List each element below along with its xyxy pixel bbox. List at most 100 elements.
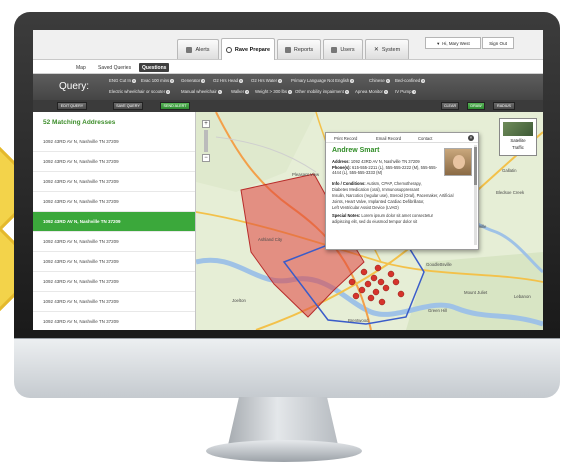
query-chip[interactable]: O2 Hrs Head× xyxy=(213,78,244,83)
address-row[interactable]: 1092 43RD AV N, Nashville TN 37209 xyxy=(33,312,195,330)
subnav-map[interactable]: Map xyxy=(76,64,86,71)
patient-face xyxy=(453,155,465,169)
query-chip[interactable]: Other mobility impairment× xyxy=(295,89,349,94)
tab-users[interactable]: Users xyxy=(323,39,363,59)
query-chip[interactable]: Primary Language Not English× xyxy=(291,78,355,83)
address-row[interactable]: 1092 43RD AV N, Nashville TN 37209 xyxy=(33,192,195,212)
map-label-joelton: Joelton xyxy=(232,298,246,303)
address-row-selected[interactable]: 1092 43RD AV N, Nashville TN 37209 xyxy=(33,212,195,232)
query-label: Query: xyxy=(59,81,90,92)
popup-line-text: 1092 43RD AV N, Nashville TN 37209 xyxy=(350,159,420,164)
monitor-chin xyxy=(14,338,560,398)
contact-link[interactable]: Contact xyxy=(418,136,433,141)
satellite-thumbnail[interactable] xyxy=(503,122,533,136)
user-menu-dropdown[interactable]: ▼ Hi, Mary West xyxy=(425,37,481,49)
pin-cluster[interactable] xyxy=(348,264,405,306)
query-chip[interactable]: Chinese× xyxy=(369,78,390,83)
remove-chip-icon[interactable]: × xyxy=(217,90,222,94)
remove-chip-icon[interactable]: × xyxy=(421,79,426,83)
tab-rave-prepare-label: Rave Prepare xyxy=(234,46,271,53)
map-label-green-hill: Green Hill xyxy=(428,308,448,313)
map-view[interactable]: Ashland City Pleasant View Goodlettsvill… xyxy=(196,112,543,330)
remove-chip-icon[interactable]: × xyxy=(278,79,283,83)
remove-chip-icon[interactable]: × xyxy=(288,90,293,94)
address-row[interactable]: 1092 43RD AV N, Nashville TN 37209 xyxy=(33,152,195,172)
zoom-out-button[interactable]: − xyxy=(202,154,210,162)
subnav-questions[interactable]: Questions xyxy=(139,63,170,72)
zoom-control: + − xyxy=(202,120,210,164)
query-chip[interactable]: IV Pump× xyxy=(395,89,417,94)
popup-line-text: adipiscing elit, sed do eiusmod tempor d… xyxy=(332,219,418,224)
alert-icon xyxy=(186,46,193,53)
address-row[interactable]: 1092 43RD AV N, Nashville TN 37209 xyxy=(33,232,195,252)
remove-chip-icon[interactable]: × xyxy=(344,90,349,94)
address-row[interactable]: 1092 43RD AV N, Nashville TN 37209 xyxy=(33,272,195,292)
query-chip[interactable]: Electric wheelchair or scooter× xyxy=(109,89,171,94)
query-chip-label: Manual wheelchair xyxy=(181,89,217,94)
remove-chip-icon[interactable]: × xyxy=(131,79,136,83)
system-icon: ✕ xyxy=(373,47,379,53)
popup-line: adipiscing elit, sed do eiusmod tempor d… xyxy=(332,219,417,224)
popup-line-label: Special Notes: xyxy=(332,213,361,218)
radius-button[interactable]: RADIUS xyxy=(493,102,515,110)
tab-reports[interactable]: Reports xyxy=(277,39,321,59)
subnav-saved-queries[interactable]: Saved Queries xyxy=(98,64,132,71)
query-chip-label: Electric wheelchair or scooter xyxy=(109,89,166,94)
address-row[interactable]: 1092 43RD AV N, Nashville TN 37209 xyxy=(33,132,195,152)
query-chip[interactable]: Apnea Monitor× xyxy=(355,89,388,94)
query-chip[interactable]: Walker× xyxy=(231,89,250,94)
remove-chip-icon[interactable]: × xyxy=(412,90,417,94)
tab-alerts[interactable]: Alerts xyxy=(177,39,219,59)
address-row[interactable]: 1092 43RD AV N, Nashville TN 37209 xyxy=(33,292,195,312)
print-record-link[interactable]: Print Record xyxy=(334,136,358,141)
popup-line: Left Ventricular Assist Device (LVAD) xyxy=(332,205,399,210)
signout-button[interactable]: Sign Out xyxy=(482,37,514,49)
address-row[interactable]: 1092 43RD AV N, Nashville TN 37209 xyxy=(33,252,195,272)
query-chip-label: IV Pump xyxy=(395,89,412,94)
query-chip[interactable]: Generator× xyxy=(181,78,206,83)
remove-chip-icon[interactable]: × xyxy=(245,90,250,94)
address-row[interactable]: 1092 43RD AV N, Nashville TN 37209 xyxy=(33,172,195,192)
tab-system[interactable]: ✕ System xyxy=(365,39,409,59)
close-icon[interactable]: × xyxy=(468,135,474,141)
remove-chip-icon[interactable]: × xyxy=(201,79,206,83)
query-chip[interactable]: Bed-confined× xyxy=(395,78,426,83)
patient-photo xyxy=(444,148,472,176)
query-chip[interactable]: ENG Cut In× xyxy=(109,78,136,83)
query-chip[interactable]: O2 Hrs Water× xyxy=(251,78,283,83)
patient-name: Andrew Smart xyxy=(332,147,380,154)
action-bar: EDIT QUERY SAVE QUERY SEND ALERT CLEAR D… xyxy=(33,100,543,112)
map-label-goodlettsville: Goodlettsville xyxy=(426,262,452,267)
minor-road xyxy=(215,136,317,173)
remove-chip-icon[interactable]: × xyxy=(383,90,388,94)
clear-button[interactable]: CLEAR xyxy=(441,102,459,110)
traffic-label[interactable]: Traffic xyxy=(512,145,524,150)
popup-line-label: Address: xyxy=(332,159,350,164)
remove-chip-icon[interactable]: × xyxy=(239,79,244,83)
send-alert-button[interactable]: SEND ALERT xyxy=(160,102,190,110)
remove-chip-icon[interactable]: × xyxy=(385,79,390,83)
popup-scrollbar[interactable] xyxy=(474,145,477,245)
popup-line: Insulin, Narcotics (regular use), Steroi… xyxy=(332,193,454,198)
popup-line-text: Lorem ipsum dolor sit amet consectetur xyxy=(361,213,434,218)
save-query-button[interactable]: SAVE QUERY xyxy=(113,102,143,110)
map-type-control[interactable]: Satellite Traffic xyxy=(499,118,537,156)
email-record-link[interactable]: Email Record xyxy=(376,136,402,141)
query-chip[interactable]: Manual wheelchair× xyxy=(181,89,222,94)
query-chip-label: Evac 100 mins xyxy=(141,78,170,83)
edit-query-button[interactable]: EDIT QUERY xyxy=(57,102,87,110)
query-chip[interactable]: Evac 100 mins× xyxy=(141,78,175,83)
remove-chip-icon[interactable]: × xyxy=(170,79,175,83)
satellite-label[interactable]: Satellite xyxy=(510,138,526,143)
remove-chip-icon[interactable]: × xyxy=(350,79,355,83)
users-icon xyxy=(331,46,338,53)
draw-button[interactable]: DRAW xyxy=(467,102,485,110)
map-label-gallatin: Gallatin xyxy=(502,168,517,173)
query-bar: Query: ENG Cut In× Evac 100 mins× Genera… xyxy=(33,74,543,100)
zoom-slider[interactable] xyxy=(204,130,208,152)
zoom-in-button[interactable]: + xyxy=(202,120,210,128)
query-chip[interactable]: Weight > 300 lbs× xyxy=(255,89,293,94)
remove-chip-icon[interactable]: × xyxy=(166,90,171,94)
tab-rave-prepare[interactable]: Rave Prepare xyxy=(221,38,275,60)
